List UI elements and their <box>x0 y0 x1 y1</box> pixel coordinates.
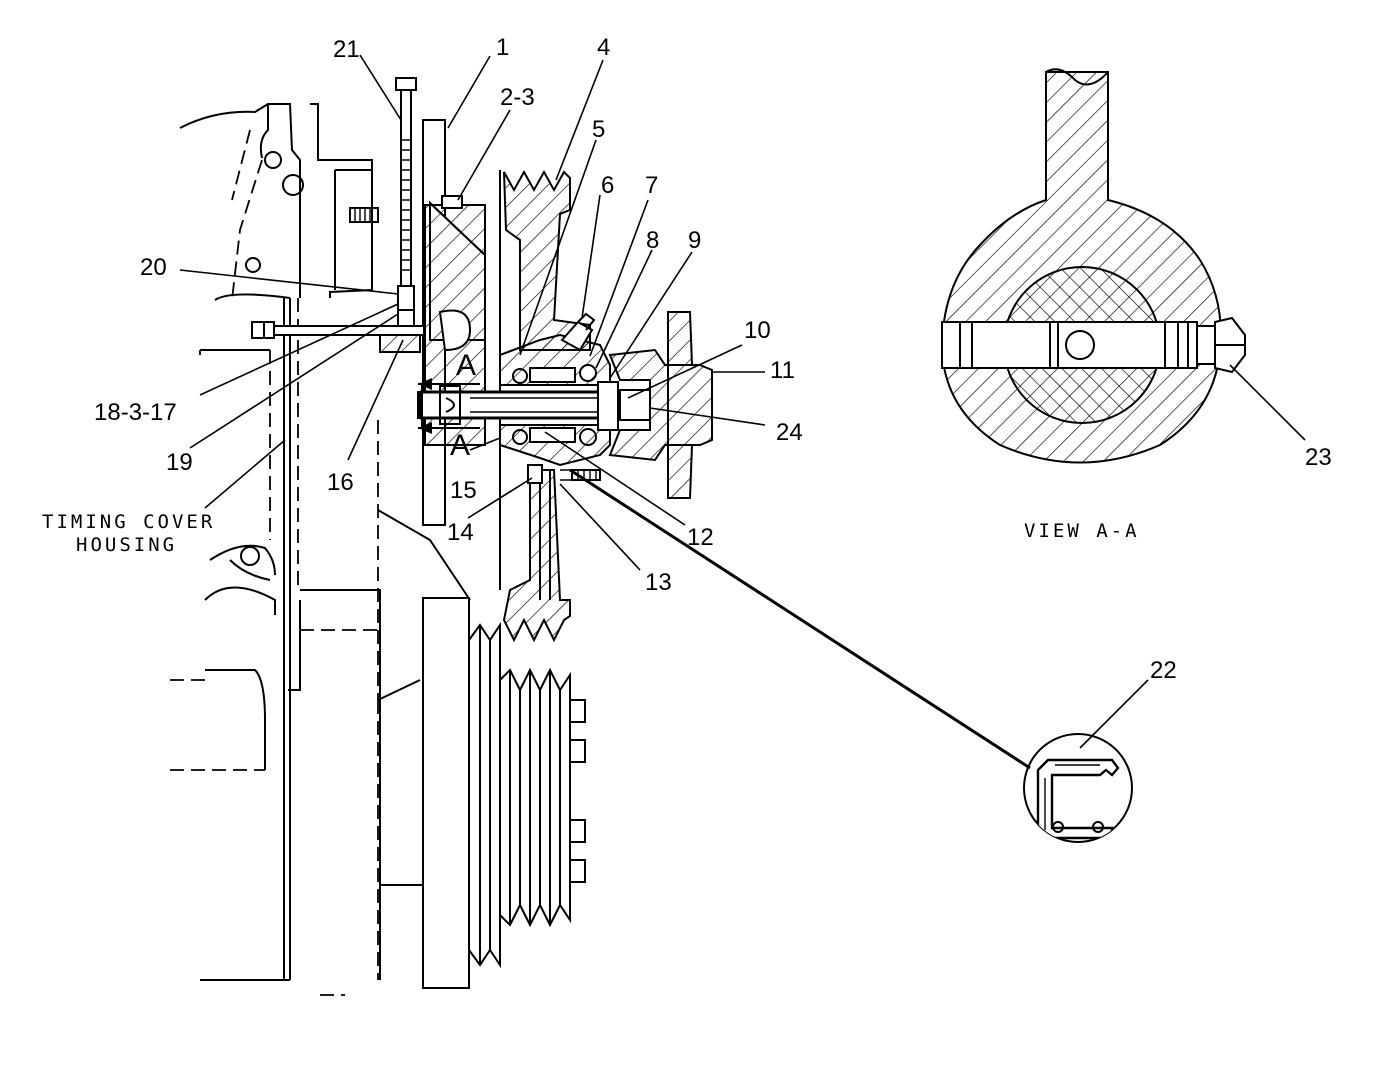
callout-20: 20 <box>140 254 167 281</box>
timing-cover-label-line1: TIMING COVER <box>42 511 215 533</box>
view-a-a-section <box>940 68 1246 464</box>
crankshaft-pulley <box>422 597 586 989</box>
callout-22: 22 <box>1150 657 1177 684</box>
callout-23: 23 <box>1305 444 1332 471</box>
callout-labels: 1 2-3 4 5 6 7 8 9 10 11 12 13 14 15 16 1… <box>94 34 1332 684</box>
hub-shaft-assembly <box>417 311 713 499</box>
section-cut-arrows: A A <box>418 349 480 462</box>
callout-leaders <box>179 54 1306 749</box>
timing-cover-housing-outline <box>170 103 379 996</box>
callout-24: 24 <box>776 419 803 446</box>
housing-hidden-lines <box>300 420 471 980</box>
callout-2-3: 2-3 <box>500 84 535 111</box>
notes: TIMING COVER HOUSING VIEW A-A <box>42 511 1140 556</box>
pulley-4 <box>499 169 591 643</box>
detail-leader-line <box>569 468 1031 770</box>
callout-11: 11 <box>770 357 795 384</box>
callout-19: 19 <box>166 449 193 476</box>
callout-8: 8 <box>646 227 659 254</box>
section-letter-upper: A <box>456 349 476 382</box>
callout-5: 5 <box>592 116 605 143</box>
callout-13: 13 <box>645 569 672 596</box>
seal-detail-22 <box>1023 733 1133 843</box>
callout-9: 9 <box>688 227 701 254</box>
callout-6: 6 <box>601 172 614 199</box>
section-letter-lower: A <box>450 429 470 462</box>
callout-10: 10 <box>744 317 771 344</box>
callout-15: 15 <box>450 477 477 504</box>
callout-4: 4 <box>597 34 610 61</box>
callout-16: 16 <box>327 469 354 496</box>
callout-21: 21 <box>333 36 360 63</box>
callout-14: 14 <box>447 519 474 546</box>
view-a-a-label: VIEW A-A <box>1024 520 1140 542</box>
callout-18-3-17: 18-3-17 <box>94 399 177 426</box>
callout-1: 1 <box>496 34 509 61</box>
callout-7: 7 <box>645 172 658 199</box>
timing-cover-label-line2: HOUSING <box>76 534 177 556</box>
bolt-13-14 <box>527 464 601 484</box>
callout-12: 12 <box>687 524 714 551</box>
